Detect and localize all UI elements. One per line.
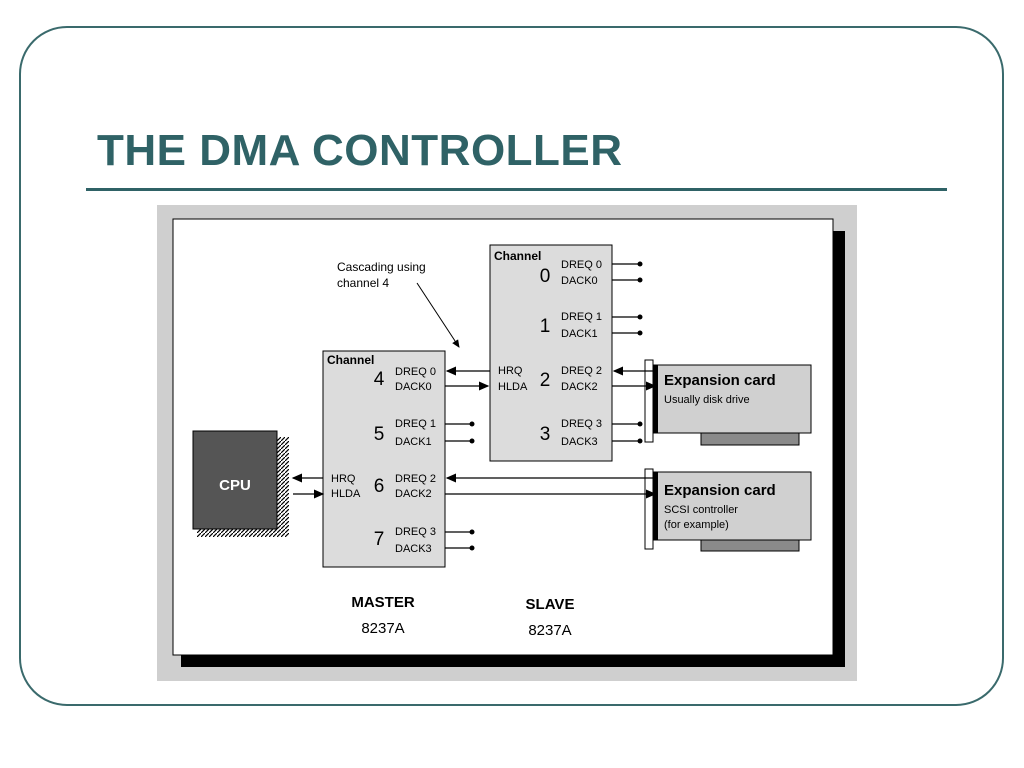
- master-hlda-label: HLDA: [331, 488, 361, 500]
- master-part-number: 8237A: [361, 620, 404, 637]
- slave-dack-label: DACK2: [561, 381, 598, 393]
- slave-caption: SLAVE: [526, 596, 575, 613]
- slave-channel-number: 0: [540, 266, 551, 287]
- master-dreq-label: DREQ 2: [395, 473, 436, 485]
- card-title: Expansion card: [664, 482, 776, 499]
- master-dack-label: DACK3: [395, 543, 432, 555]
- slave-channel-number: 2: [540, 370, 551, 391]
- master-dreq-label: DREQ 0: [395, 366, 436, 378]
- card-edge-connector: [700, 538, 800, 552]
- card-spine: [653, 472, 658, 540]
- title-underline: [86, 188, 947, 191]
- card-board: [652, 364, 812, 434]
- card-description: Usually disk drive: [664, 394, 750, 406]
- slide-title: THE DMA CONTROLLER: [97, 126, 623, 175]
- slave-dack-label: DACK3: [561, 436, 598, 448]
- slave-part-number: 8237A: [528, 622, 571, 639]
- slave-dreq-label: DREQ 1: [561, 311, 602, 323]
- card-spine: [653, 365, 658, 433]
- slave-hrq-label: HRQ: [498, 365, 523, 377]
- slave-body: [489, 244, 613, 462]
- master-channel-number: 5: [374, 424, 385, 445]
- slave-dreq-label: DREQ 0: [561, 259, 602, 271]
- card-description: SCSI controller: [664, 504, 738, 516]
- card-board: [652, 471, 812, 541]
- slide-frame: [19, 26, 1004, 706]
- expansion-card-scsi: Expansion card SCSI controller (for exam…: [644, 468, 812, 552]
- master-dreq-label: DREQ 1: [395, 418, 436, 430]
- cascade-note-line-1: Cascading using: [337, 260, 426, 274]
- slave-channel-number: 1: [540, 316, 551, 337]
- card-description: (for example): [664, 519, 729, 531]
- cascade-note-line-2: channel 4: [337, 276, 389, 290]
- master-channel-number: 6: [374, 476, 385, 497]
- slave-channel-header: Channel: [494, 249, 541, 263]
- card-title: Expansion card: [664, 372, 776, 389]
- cascade-note-arrow: [416, 282, 460, 348]
- master-dreq-label: DREQ 3: [395, 526, 436, 538]
- slave-dack-label: DACK1: [561, 328, 598, 340]
- card-bracket: [644, 359, 654, 443]
- master-dack-label: DACK0: [395, 381, 432, 393]
- slave-dack-label: DACK0: [561, 275, 598, 287]
- master-caption: MASTER: [351, 594, 415, 611]
- card-bracket: [644, 468, 654, 550]
- card-edge-connector: [700, 432, 800, 446]
- master-channel-number: 4: [374, 369, 385, 390]
- slave-channel-number: 3: [540, 424, 551, 445]
- slave-open-terminals: [612, 261, 643, 444]
- master-dack-label: DACK1: [395, 436, 432, 448]
- master-body: [322, 350, 446, 568]
- master-channel-header: Channel: [327, 353, 374, 367]
- master-dack-label: DACK2: [395, 488, 432, 500]
- slave-hlda-label: HLDA: [498, 381, 528, 393]
- slave-dreq-label: DREQ 3: [561, 418, 602, 430]
- cpu-body: [192, 430, 278, 530]
- slave-dreq-label: DREQ 2: [561, 365, 602, 377]
- master-controller: Channel 4 DREQ 0 DACK0 5 DREQ 1 DACK1 6 …: [322, 350, 446, 568]
- expansion-card-disk: Expansion card Usually disk drive: [644, 359, 812, 446]
- master-channel-number: 7: [374, 529, 385, 550]
- dma-diagram: Cascading using channel 4 CPU Channel 4 …: [157, 205, 857, 681]
- slave-controller: Channel 0 DREQ 0 DACK0 1 DREQ 1 DACK1 2 …: [489, 244, 613, 462]
- master-open-terminals: [445, 421, 475, 551]
- cpu-label: CPU: [219, 477, 251, 494]
- master-hrq-label: HRQ: [331, 473, 356, 485]
- cpu-chip: CPU: [192, 430, 289, 537]
